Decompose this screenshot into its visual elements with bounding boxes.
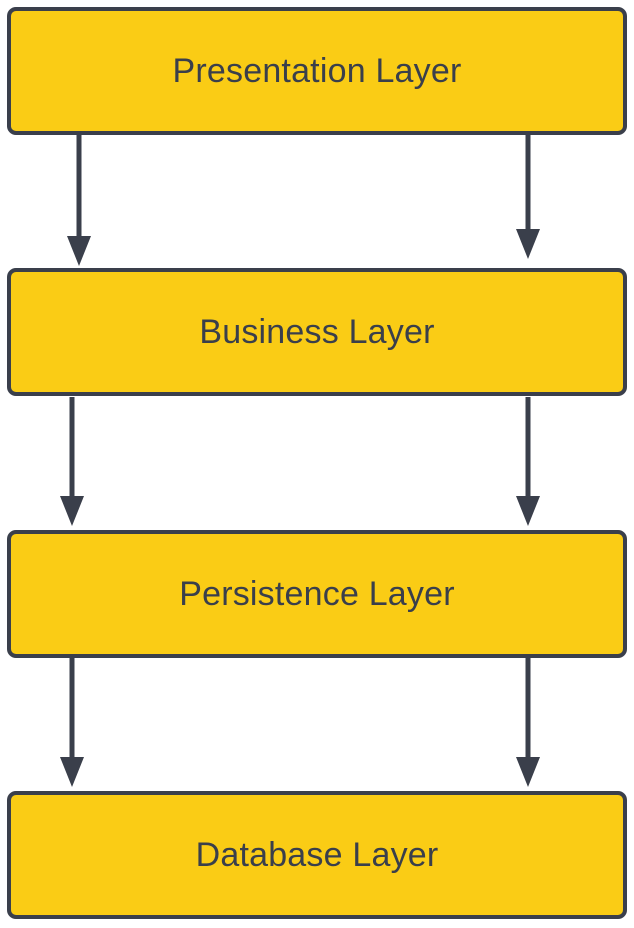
presentation-layer-label: Presentation Layer xyxy=(172,51,462,90)
business-layer-box: Business Layer xyxy=(7,268,627,396)
business-layer-label: Business Layer xyxy=(199,312,435,351)
persistence-layer-label: Persistence Layer xyxy=(179,574,455,613)
database-layer-label: Database Layer xyxy=(195,835,439,874)
persistence-layer-box: Persistence Layer xyxy=(7,530,627,658)
arrow-presentation-to-business-right xyxy=(516,135,540,259)
arrow-business-to-persistence-right xyxy=(516,397,540,526)
arrow-persistence-to-database-right xyxy=(516,658,540,787)
database-layer-box: Database Layer xyxy=(7,791,627,919)
arrow-business-to-persistence-left xyxy=(60,397,84,526)
presentation-layer-box: Presentation Layer xyxy=(7,7,627,135)
arrow-persistence-to-database-left xyxy=(60,658,84,787)
arrow-presentation-to-business-left xyxy=(67,135,91,266)
